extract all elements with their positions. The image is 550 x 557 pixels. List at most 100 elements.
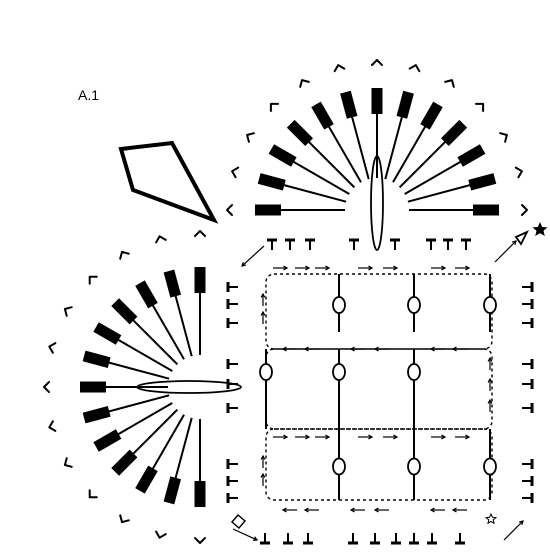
stitch-stem	[173, 292, 193, 357]
arrow-head	[373, 346, 379, 352]
arrow-head	[325, 434, 331, 440]
arrow-head	[283, 265, 289, 271]
triangle-marker-icon	[514, 230, 529, 246]
end-arrow	[232, 528, 258, 541]
stitch-stem	[150, 301, 185, 360]
ring-stitch	[259, 363, 273, 381]
arrow-head	[252, 536, 259, 541]
border-stitches	[226, 238, 534, 545]
double-crochet-block	[82, 406, 111, 424]
arrow-head	[451, 507, 457, 513]
double-crochet-block	[311, 101, 334, 130]
picot-v	[514, 166, 523, 179]
picot-v	[475, 102, 485, 112]
picot-v	[194, 537, 206, 544]
arrow-head	[260, 292, 266, 298]
double-crochet-block	[111, 449, 138, 476]
stitch-stem	[173, 417, 193, 482]
picot-v	[155, 235, 167, 244]
arrow-head	[349, 346, 355, 352]
picot-v	[119, 250, 130, 260]
double-crochet-block	[420, 101, 443, 130]
ring-stitch	[332, 363, 346, 381]
arrow-head	[260, 310, 266, 316]
double-crochet-block	[163, 269, 181, 298]
picot-v	[521, 204, 528, 216]
arrow-head	[241, 262, 247, 267]
stitch-stem	[289, 159, 350, 195]
ring-stitch	[407, 363, 421, 381]
arrow-head	[368, 434, 374, 440]
ring-stitch	[332, 457, 346, 476]
stitch-stem	[326, 122, 362, 183]
picot-v	[269, 102, 279, 112]
picot-v	[499, 132, 508, 143]
double-crochet-block	[340, 90, 358, 119]
end-star-icon	[484, 512, 498, 525]
picot-v	[226, 204, 233, 216]
arrow-head	[451, 346, 457, 352]
double-crochet-block	[468, 173, 497, 191]
ring-stitch	[407, 457, 421, 476]
arrow-head	[441, 434, 447, 440]
top-fan	[226, 59, 528, 216]
picot-v	[246, 132, 255, 143]
picot-v	[155, 530, 167, 539]
arrow-head	[303, 346, 309, 352]
double-crochet-block	[163, 476, 181, 505]
arrow-head	[487, 398, 493, 404]
picot-v	[63, 306, 73, 317]
arrow-head	[305, 265, 311, 271]
stitch-stem	[114, 337, 173, 372]
double-crochet-block	[440, 119, 468, 147]
double-crochet-block	[93, 429, 122, 452]
double-crochet-block	[135, 465, 158, 494]
arrow-head	[518, 520, 524, 526]
picot-v	[231, 166, 240, 179]
arrow-head	[303, 507, 309, 513]
picot-v	[333, 64, 346, 73]
stitch-stem	[384, 113, 404, 180]
arrow-head	[487, 377, 493, 383]
ring-stitch	[407, 296, 421, 314]
picot-v	[371, 59, 383, 66]
picot-v	[299, 79, 310, 88]
picot-v	[119, 514, 130, 524]
double-crochet-block	[396, 90, 414, 119]
double-crochet-block	[93, 322, 122, 345]
double-crochet-block	[268, 144, 297, 167]
stitch-stem	[407, 183, 474, 203]
arrow-head	[511, 240, 517, 246]
arrow-head	[368, 265, 374, 271]
arrow-head	[465, 265, 471, 271]
picot-v	[48, 420, 57, 432]
arrow-head	[281, 507, 287, 513]
arrow-head	[325, 265, 331, 271]
stitch-stem	[129, 316, 179, 366]
stitch-stem	[105, 394, 170, 414]
arrow-head	[465, 434, 471, 440]
direction-arrows	[232, 240, 524, 541]
stitch-stem	[150, 414, 185, 473]
picot-v	[194, 230, 206, 237]
ring-stitch	[483, 296, 497, 314]
arrow-head	[281, 346, 287, 352]
picot-v	[43, 381, 50, 393]
start-star-icon	[532, 222, 548, 236]
arrow-head	[393, 434, 399, 440]
stitch-stem	[114, 402, 173, 437]
arrow-head	[260, 454, 266, 460]
arrow-head	[429, 346, 435, 352]
double-crochet-block	[82, 350, 111, 368]
picot-v	[63, 457, 73, 468]
stitch-stem	[398, 138, 449, 189]
stitch-stem	[105, 360, 170, 380]
arrow-head	[429, 507, 435, 513]
stitch-grid	[259, 273, 497, 501]
start-arrow	[241, 245, 265, 267]
left-fan	[43, 230, 206, 544]
outline-shape	[118, 140, 219, 224]
arrow-head	[305, 434, 311, 440]
chart-label: A.1	[78, 87, 99, 103]
